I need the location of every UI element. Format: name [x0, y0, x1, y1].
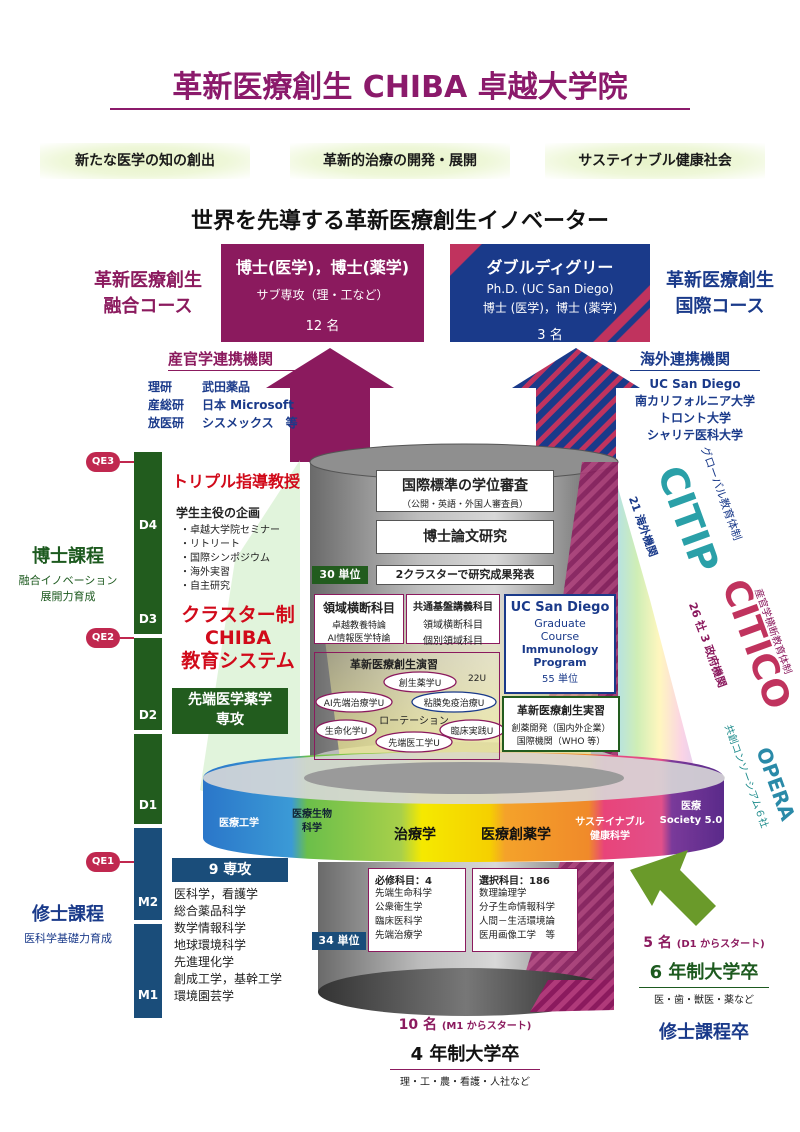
- overseas-list: UC San Diego 南カリフォルニア大学 トロント大学 シャリテ医科大学: [634, 377, 755, 442]
- year-d2: D2: [138, 708, 158, 722]
- thesis-box: 博士論文研究: [376, 520, 554, 554]
- unit-mucosal: 粘膜免疫治療U: [423, 699, 485, 709]
- degree-intl-count: 3 名: [537, 328, 563, 343]
- pillar-treatment: 革新的治療の開発・展開: [290, 143, 510, 179]
- unit-ai: AI先端治療学U: [323, 699, 385, 709]
- ring-med-eng: 医療工学: [219, 818, 259, 829]
- pillar-sustainable: サステイナブル健康社会: [545, 143, 765, 179]
- bottom-right: 5 名 (D1 からスタート) 6 年制大学卒 医・歯・獣医・薬など 修士課程卒: [618, 932, 790, 1044]
- degree-intl-line2: Ph.D. (UC San Diego): [486, 282, 614, 296]
- degree-intl-line3: 博士 (医学)，博士 (薬学): [482, 301, 618, 315]
- bar-m2: [134, 828, 162, 920]
- unit-clinical: 臨床実践U: [450, 727, 494, 737]
- units30: 30 単位: [312, 566, 368, 584]
- year-d3: D3: [138, 612, 158, 626]
- page-title: 革新医療創生 CHIBA 卓越大学院: [172, 70, 628, 105]
- cluster-system: クラスター制 CHIBA 教育システム: [181, 604, 295, 672]
- intl-course-line1: 革新医療創生: [666, 270, 774, 291]
- doctoral-sub2: 展開力育成: [40, 590, 96, 603]
- doctoral-sub1: 融合イノベーション: [18, 574, 118, 587]
- student-plan: 学生主役の企画 ・卓越大学院セミナー ・リトリート ・国際シンポジウム ・海外実…: [176, 506, 280, 592]
- triple-supervisor: トリプル指導教授: [172, 472, 301, 491]
- bar-d4d3: [134, 452, 162, 634]
- industry-heading: 産官学連携機関: [168, 350, 274, 368]
- intl-course-label: 革新医療創生 国際コース: [650, 268, 790, 320]
- degree-box-intl: ダブルディグリー Ph.D. (UC San Diego) 博士 (医学)，博士…: [450, 244, 650, 343]
- ring-society: 医療 Society 5.0: [659, 801, 723, 826]
- bar-m1: [134, 924, 162, 1018]
- qe3-badge: QE3: [86, 452, 120, 472]
- nine-majors-list: 医科学，看護学 総合薬品科学 数学情報科学 地球環境科学 先進理化学 創成工学，…: [174, 887, 283, 1003]
- intl-review-box: 国際標準の学位審査 （公開・英語・外国人審査員）: [376, 470, 554, 512]
- ring-sustainable: サステイナブル 健康科学: [575, 817, 645, 842]
- degree-intl-line1: ダブルディグリー: [486, 258, 614, 277]
- industry-list: 理研武田薬品 産総研日本 Microsoft 放医研シスメックス 等: [148, 380, 298, 430]
- fusion-course-label: 革新医療創生 融合コース: [78, 268, 218, 320]
- units34: 34 単位: [312, 932, 366, 950]
- year-d4: D4: [138, 518, 158, 532]
- advanced-major-box: 先端医学薬学 専攻: [172, 688, 288, 734]
- bar-d2: [134, 638, 162, 730]
- common-courses-box: 共通基盤講義科目 領域横断科目 個別領域科目: [406, 594, 500, 647]
- title-divider: [110, 108, 690, 110]
- unit-medeng: 先端医工学U: [388, 739, 440, 749]
- cluster-presentation: 2クラスターで研究成果発表: [376, 565, 554, 585]
- nine-majors-heading: 9 専攻: [172, 858, 288, 882]
- practicum-box: [314, 652, 500, 760]
- doctoral-label: 博士課程 融合イノベーション 展開力育成: [4, 542, 132, 604]
- ucsd-box: UC San Diego Graduate Course Immunology …: [504, 594, 616, 694]
- elective-box: 選択科目：186 数理論理学 分子生命情報科学 人間－生活環境論 医用画像工学 …: [472, 868, 578, 952]
- degree-box-fusion: 博士(医学)，博士(薬学) サブ専攻（理・工など） 12 名: [221, 244, 424, 342]
- degree-fusion-line2: サブ専攻（理・工など）: [256, 288, 389, 302]
- student-plan-heading: 学生主役の企画: [176, 506, 261, 520]
- bar-d1: [134, 734, 162, 824]
- required-box: 必修科目：4 先端生命科学 公衆衛生学 臨床医科学 先端治療学: [368, 868, 466, 952]
- unit-souyaku: 創生薬学U: [398, 679, 442, 689]
- practicum-units: 22U: [468, 674, 487, 684]
- degree-fusion-line1: 博士(医学)，博士(薬学): [235, 258, 410, 277]
- bottom-center: 10 名 (M1 からスタート) 4 年制大学卒 理・工・農・看護・人社など: [340, 1014, 590, 1088]
- practical-training-box: 革新医療創生実習 創薬開発（国内外企業） 国際機関（WHO 等）: [502, 696, 620, 752]
- fusion-course-line2: 融合コース: [103, 296, 193, 317]
- overseas-underline: [630, 370, 760, 371]
- ring-med-bio: 医療生物 科学: [292, 809, 332, 834]
- intl-course-line2: 国際コース: [675, 296, 765, 317]
- ring-therapeutics: 治療学: [394, 827, 436, 843]
- master-title: 修士課程: [32, 904, 104, 925]
- year-d1: D1: [138, 798, 158, 812]
- overseas-heading: 海外連携機関: [640, 350, 731, 368]
- year-m1: M1: [137, 988, 159, 1002]
- arrow-up-fusion: [266, 348, 394, 462]
- domain-courses-box: 領域横断科目 卓越教養特論 AI情報医学特論: [314, 594, 404, 644]
- pillar-knowledge: 新たな医学の知の創出: [40, 143, 250, 179]
- doctoral-title: 博士課程: [32, 546, 104, 567]
- qe2-badge: QE2: [86, 628, 120, 648]
- practicum-title: 革新医療創生演習: [350, 658, 438, 671]
- master-sub: 医科学基礎力育成: [24, 932, 112, 945]
- qe1-badge: QE1: [86, 852, 120, 872]
- arrow-green: [630, 850, 716, 926]
- fusion-course-line1: 革新医療創生: [94, 270, 202, 291]
- master-label: 修士課程 医科学基礎力育成: [4, 900, 132, 946]
- unit-chem: 生命化学U: [324, 727, 368, 737]
- industry-underline: [168, 370, 328, 371]
- degree-fusion-count: 12 名: [305, 319, 340, 334]
- rotation-label: ローテーション: [379, 716, 449, 727]
- year-m2: M2: [137, 895, 159, 909]
- ring-drug: 医療創薬学: [481, 827, 551, 843]
- arrow-up-intl: [512, 348, 640, 462]
- subtitle: 世界を先導する革新医療創生イノベーター: [190, 209, 609, 234]
